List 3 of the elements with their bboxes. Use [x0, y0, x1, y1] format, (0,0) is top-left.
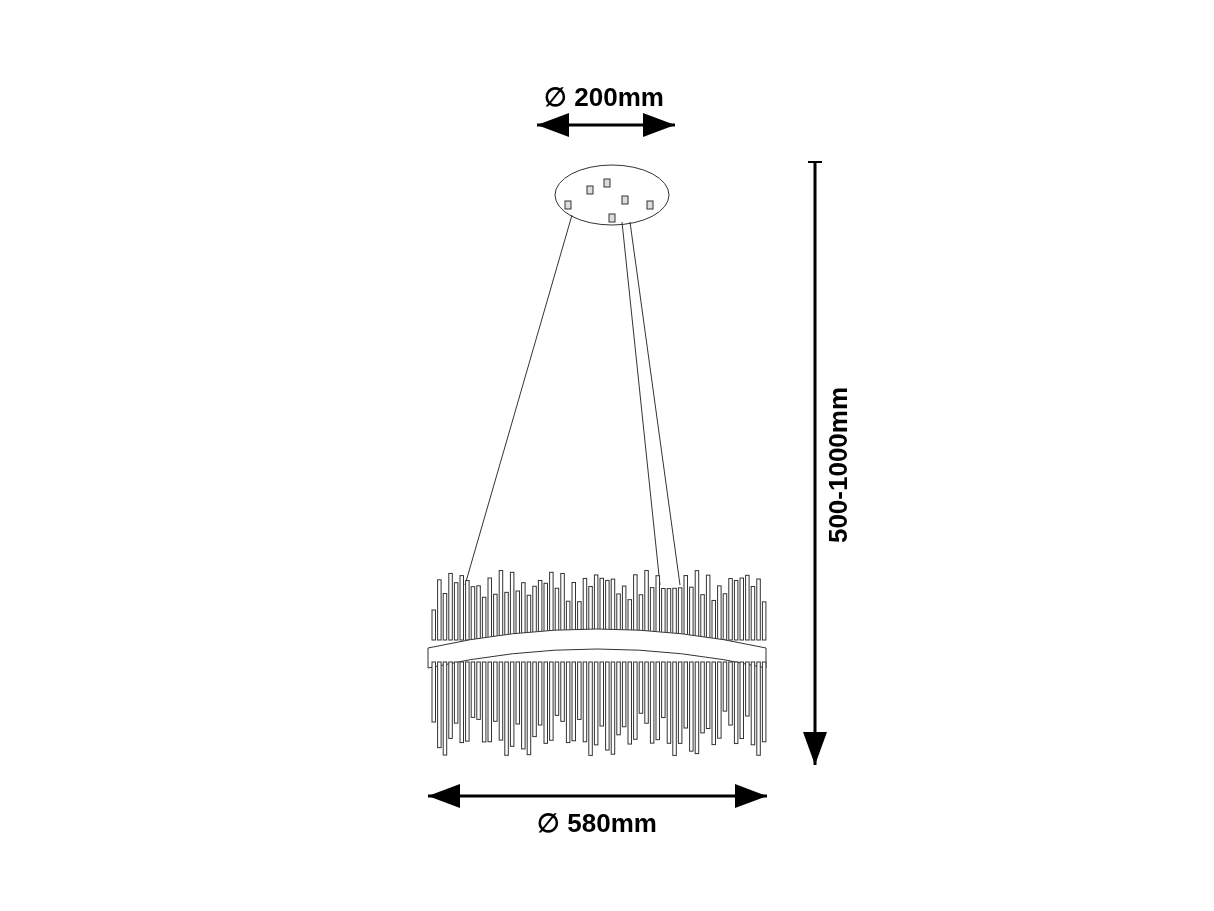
dimension-label: ∅ 580mm: [537, 810, 657, 836]
dimension-label: ∅ 200mm: [544, 84, 664, 110]
dimension-label: 500-1000mm: [825, 386, 851, 544]
